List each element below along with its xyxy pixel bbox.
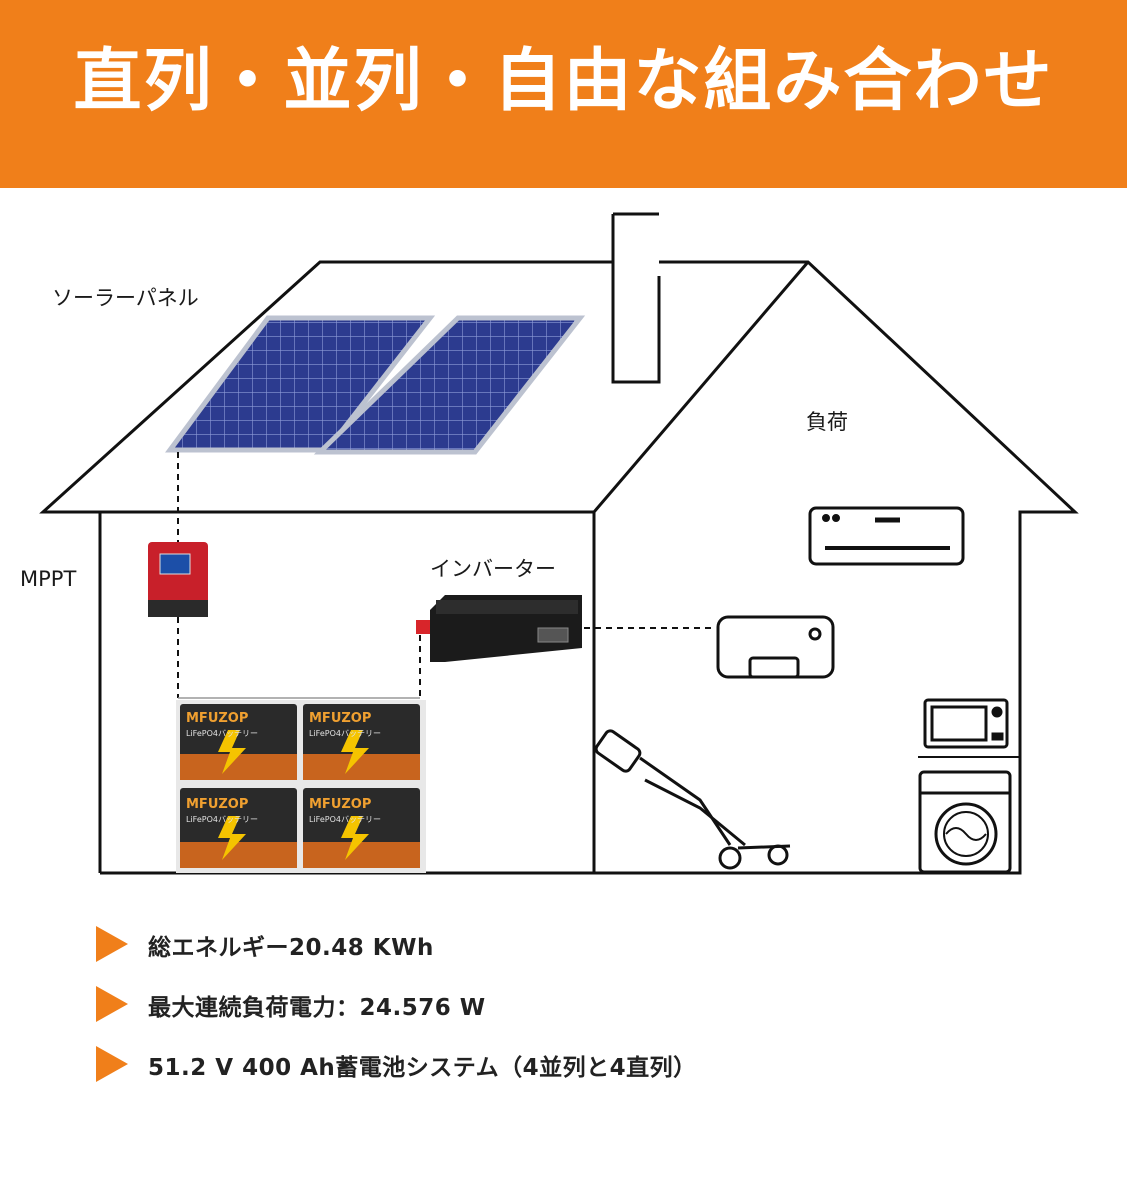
- inverter: [416, 595, 582, 662]
- spec-system: 51.2 V 400 Ah蓄電池システム（4並列と4直列）: [148, 1055, 697, 1081]
- microwave: [923, 698, 1009, 749]
- spec-total-energy: 総エネルギー20.48 KWh: [148, 935, 434, 961]
- house-diagram: MFUZOP MFUZOP MFUZOP MFUZOP LiFePO4バッテリー…: [39, 212, 1079, 875]
- label-mppt: MPPT: [20, 567, 77, 591]
- battery-type-1: LiFePO4バッテリー: [186, 729, 258, 738]
- title-banner: 直列・並列・自由な組み合わせ: [0, 0, 1127, 188]
- lawn-mower: [594, 729, 791, 870]
- battery-1: [180, 704, 297, 780]
- label-inverter: インバーター: [430, 557, 556, 581]
- mppt-controller: [148, 542, 208, 617]
- page-title: 直列・並列・自由な組み合わせ: [73, 42, 1054, 121]
- battery-4: [303, 788, 420, 868]
- label-solar-panel: ソーラーパネル: [52, 286, 199, 310]
- battery-bank: MFUZOP MFUZOP MFUZOP MFUZOP LiFePO4バッテリー…: [176, 700, 426, 873]
- water-heater: [716, 615, 835, 679]
- battery-type-2: LiFePO4バッテリー: [309, 729, 381, 738]
- battery-brand-1: MFUZOP: [186, 711, 248, 726]
- wiring: [177, 452, 716, 698]
- air-conditioner: [808, 506, 965, 566]
- washing-machine: [918, 770, 1012, 874]
- battery-brand-4: MFUZOP: [309, 797, 371, 812]
- house-outline: [39, 212, 1079, 875]
- battery-type-3: LiFePO4バッテリー: [186, 815, 258, 824]
- battery-2: [303, 704, 420, 780]
- battery-type-4: LiFePO4バッテリー: [309, 815, 381, 824]
- battery-brand-2: MFUZOP: [309, 711, 371, 726]
- battery-brand-3: MFUZOP: [186, 797, 248, 812]
- spec-max-load: 最大連続負荷電力：24.576 W: [148, 995, 486, 1021]
- arrow-icon: [96, 926, 128, 962]
- label-load: 負荷: [806, 410, 848, 434]
- solar-panels: [165, 315, 586, 455]
- battery-3: [180, 788, 297, 868]
- arrow-icon: [96, 986, 128, 1022]
- arrow-icon: [96, 1046, 128, 1082]
- solar-panel-2: [313, 315, 586, 455]
